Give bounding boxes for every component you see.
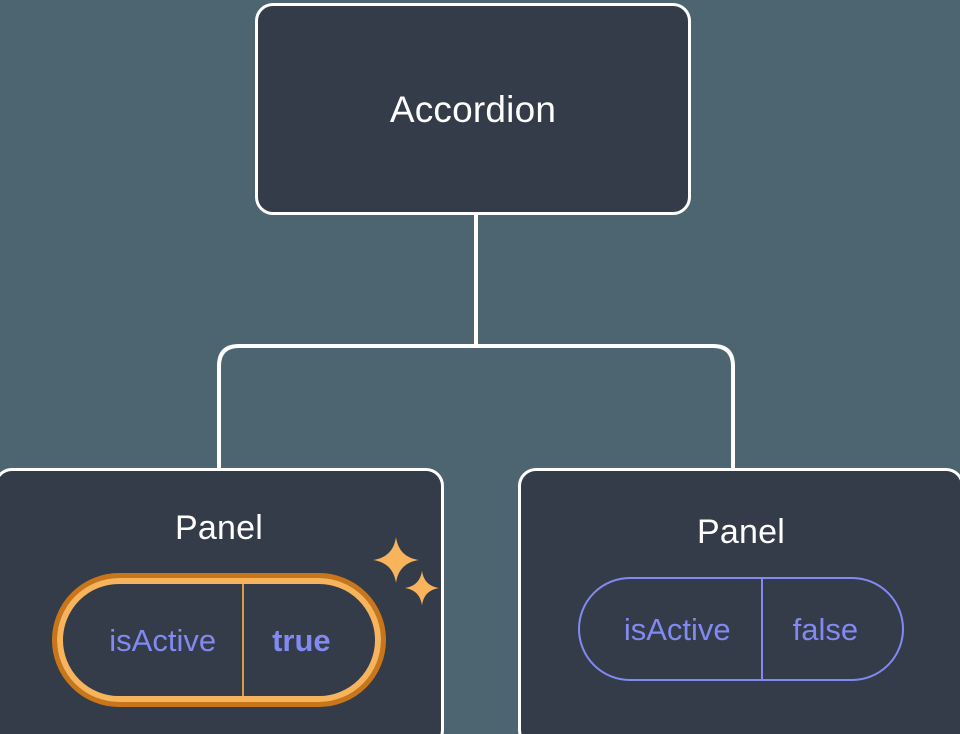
prop-pill-inactive-wrapper: isActive false [577,577,905,681]
prop-pill-active[interactable]: isActive true [52,573,386,707]
prop-pill-active-wrapper: isActive true [52,573,386,707]
node-accordion-title: Accordion [389,88,557,130]
prop-value-false: false [760,579,902,679]
node-accordion[interactable]: Accordion [255,3,691,215]
node-panel-active-title: Panel [175,509,263,547]
node-panel-inactive-title: Panel [697,513,785,551]
prop-name-isactive: isActive [623,611,731,647]
node-panel-active[interactable]: Panel isActive true [0,468,444,734]
prop-pill-inactive[interactable]: isActive false [577,577,905,681]
prop-pill-active-inner: isActive true [57,578,381,702]
prop-name-isactive: isActive [109,622,217,658]
node-panel-inactive[interactable]: Panel isActive false [518,468,960,734]
prop-value-true: true [242,584,375,696]
connector-branch [217,344,735,472]
